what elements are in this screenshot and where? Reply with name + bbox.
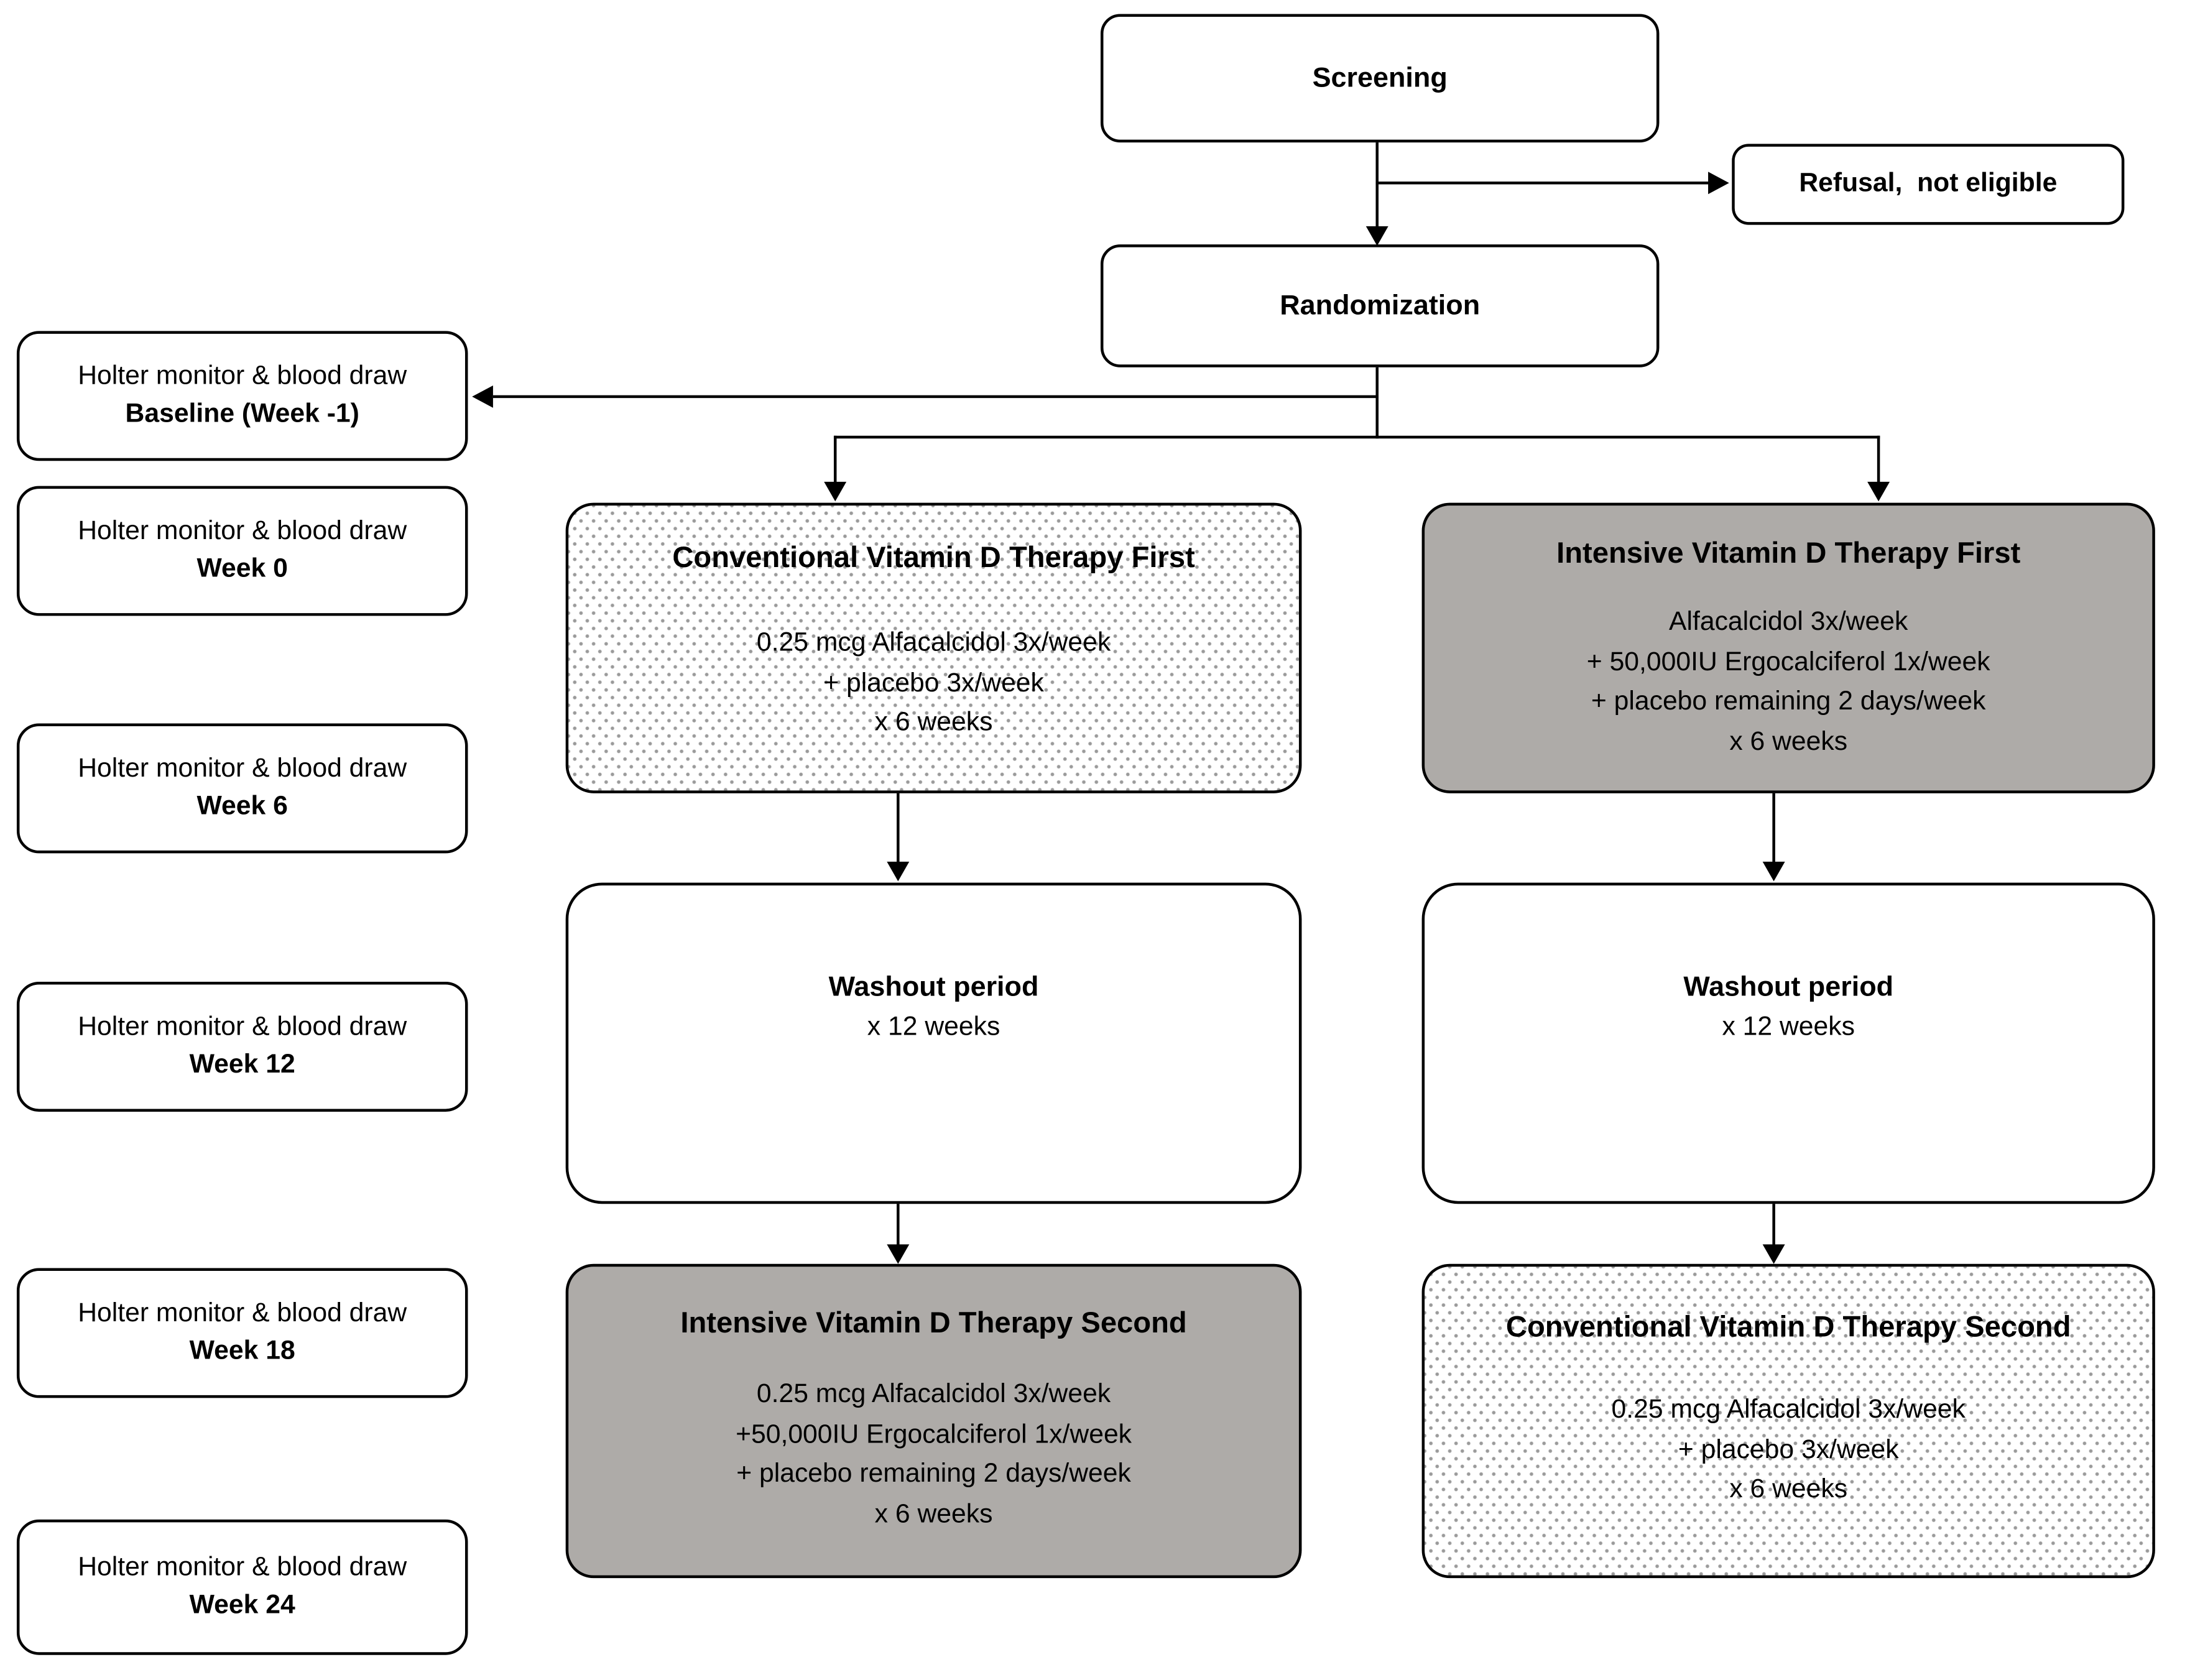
therapy-detail-line: + 50,000IU Ergocalciferol 1x/week [1586, 647, 1990, 677]
arrow-washout-to-intensive-second-head [887, 1244, 910, 1264]
washout-duration: x 12 weeks [1722, 1012, 1855, 1041]
arrow-screening-to-randomization-line [1375, 142, 1379, 228]
therapy-detail-line: Alfacalcidol 3x/week [1669, 607, 1908, 637]
arrow-intensive-first-to-washout-line [1772, 793, 1775, 864]
arrow-to-conventional-first-line [833, 435, 837, 484]
node-randomization: Randomization [1100, 244, 1660, 367]
arrow-randomization-to-baseline-head [472, 385, 493, 408]
timeline-week-label: Week 12 [189, 1049, 295, 1079]
timeline-procedure-label: Holter monitor & blood draw [78, 361, 407, 391]
therapy-details: Alfacalcidol 3x/week + 50,000IU Ergocalc… [1587, 604, 1990, 763]
arrow-conventional-first-to-washout-line [897, 793, 900, 864]
arm-title: Intensive Vitamin D Therapy First [1556, 537, 2021, 570]
therapy-details: 0.25 mcg Alfacalcidol 3x/week +50,000IU … [736, 1376, 1132, 1535]
arm-title: Conventional Vitamin D Therapy Second [1505, 1311, 2071, 1344]
node-timeline-week-18: Holter monitor & blood draw Week 18 [16, 1268, 468, 1398]
timeline-week-label: Week 24 [189, 1590, 295, 1620]
therapy-detail-line: x 6 weeks [874, 708, 993, 738]
arrow-to-intensive-first-head [1867, 481, 1890, 502]
therapy-detail-line: x 6 weeks [1729, 727, 1848, 757]
randomization-label: Randomization [1280, 290, 1481, 321]
therapy-detail-line: + placebo remaining 2 days/week [736, 1459, 1131, 1490]
screening-label: Screening [1312, 63, 1448, 94]
node-timeline-week-6: Holter monitor & blood draw Week 6 [16, 723, 468, 854]
therapy-detail-line: + placebo remaining 2 days/week [1591, 687, 1986, 717]
therapy-detail-line: 0.25 mcg Alfacalcidol 3x/week [756, 1380, 1111, 1410]
therapy-detail-line: +50,000IU Ergocalciferol 1x/week [736, 1419, 1132, 1450]
therapy-detail-line: 0.25 mcg Alfacalcidol 3x/week [756, 629, 1111, 658]
arrow-to-intensive-first-line [1877, 435, 1880, 484]
timeline-procedure-label: Holter monitor & blood draw [78, 516, 407, 546]
randomization-branch-horizontal-line [833, 435, 1880, 439]
randomization-branch-stem-line [1375, 367, 1379, 439]
therapy-detail-line: + placebo 3x/week [823, 668, 1044, 698]
node-intensive-therapy-first: Intensive Vitamin D Therapy First Alfaca… [1421, 502, 2155, 793]
arrow-washout-to-intensive-second-line [897, 1204, 900, 1246]
therapy-detail-line: x 6 weeks [874, 1499, 993, 1530]
arrow-screening-to-randomization-head [1365, 226, 1388, 246]
timeline-procedure-label: Holter monitor & blood draw [78, 1012, 407, 1042]
node-refusal-not-eligible: Refusal, not eligible [1732, 144, 2125, 225]
arrow-to-conventional-first-head [824, 481, 847, 502]
therapy-detail-line: x 6 weeks [1729, 1475, 1848, 1505]
arrow-intensive-first-to-washout-head [1762, 861, 1785, 882]
therapy-details: 0.25 mcg Alfacalcidol 3x/week + placebo … [1612, 1392, 1966, 1511]
therapy-detail-line: + placebo 3x/week [1678, 1435, 1899, 1465]
washout-duration: x 12 weeks [867, 1012, 1000, 1041]
node-intensive-therapy-second: Intensive Vitamin D Therapy Second 0.25 … [565, 1263, 1302, 1579]
arrow-screening-to-refusal-line [1375, 182, 1710, 185]
arm-title: Conventional Vitamin D Therapy First [672, 542, 1195, 575]
node-washout-left: Washout period x 12 weeks [565, 882, 1302, 1204]
timeline-week-label: Baseline (Week -1) [125, 399, 359, 428]
washout-title: Washout period [828, 971, 1039, 1002]
node-screening: Screening [1100, 14, 1660, 143]
arm-title: Intensive Vitamin D Therapy Second [680, 1307, 1187, 1340]
node-timeline-week-0: Holter monitor & blood draw Week 0 [16, 486, 468, 616]
refusal-label: Refusal, not eligible [1799, 168, 2058, 198]
node-timeline-week-12: Holter monitor & blood draw Week 12 [16, 982, 468, 1112]
washout-title: Washout period [1683, 971, 1894, 1002]
arrow-conventional-first-to-washout-head [887, 861, 910, 882]
node-timeline-week-24: Holter monitor & blood draw Week 24 [16, 1519, 468, 1655]
timeline-week-label: Week 0 [196, 553, 288, 583]
node-conventional-therapy-first: Conventional Vitamin D Therapy First 0.2… [565, 502, 1302, 793]
therapy-detail-line: 0.25 mcg Alfacalcidol 3x/week [1611, 1395, 1966, 1425]
therapy-details: 0.25 mcg Alfacalcidol 3x/week + placebo … [757, 625, 1111, 744]
timeline-week-label: Week 6 [196, 791, 288, 821]
timeline-week-label: Week 18 [189, 1336, 295, 1365]
timeline-procedure-label: Holter monitor & blood draw [78, 1298, 407, 1328]
node-washout-right: Washout period x 12 weeks [1421, 882, 2155, 1204]
arrow-washout-to-conventional-second-line [1772, 1204, 1775, 1246]
timeline-procedure-label: Holter monitor & blood draw [78, 754, 407, 783]
node-conventional-therapy-second: Conventional Vitamin D Therapy Second 0.… [1421, 1263, 2155, 1579]
arrow-washout-to-conventional-second-head [1762, 1244, 1785, 1264]
arrow-randomization-to-baseline-line [492, 395, 1379, 399]
arrow-screening-to-refusal-head [1708, 172, 1729, 195]
node-timeline-baseline: Holter monitor & blood draw Baseline (We… [16, 331, 468, 461]
timeline-procedure-label: Holter monitor & blood draw [78, 1553, 407, 1582]
